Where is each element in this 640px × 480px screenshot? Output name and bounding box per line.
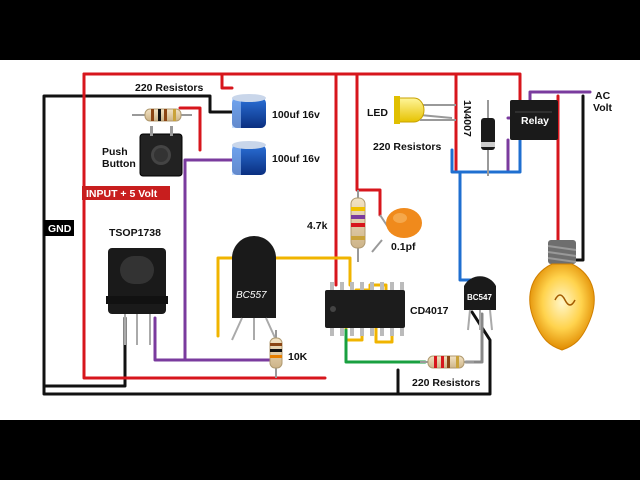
input-badge	[82, 186, 170, 200]
gnd-badge	[44, 220, 74, 236]
label-cd4017: CD4017	[410, 305, 449, 317]
resistor-top	[132, 108, 192, 122]
signal-wire-purple	[153, 316, 272, 362]
label-ac-line2: Volt	[593, 102, 613, 114]
ic-pin-top	[360, 282, 364, 290]
ic-pin-top	[370, 282, 374, 290]
ic-pin-bottom	[330, 328, 334, 336]
label-10k: 10K	[288, 351, 308, 363]
ic-pin-bottom	[360, 328, 364, 336]
resistor-bottom	[420, 355, 474, 369]
ic-pin-bottom	[400, 328, 404, 336]
push-button	[139, 126, 183, 177]
vcc-wire-cap	[220, 72, 234, 90]
cd4017-ic	[325, 282, 405, 336]
ic-pin-bottom	[340, 328, 344, 336]
resistor-4k7	[350, 190, 366, 262]
light-bulb-icon	[529, 240, 595, 351]
ic-pin-bottom	[380, 328, 384, 336]
label-resistors-mid: 220 Resistors	[373, 141, 441, 153]
label-led: LED	[367, 107, 388, 119]
gnd-wire-left	[42, 94, 400, 396]
label-push-line1: Push	[102, 146, 128, 158]
label-0-1pf: 0.1pf	[391, 241, 416, 253]
capacitor-1	[232, 94, 266, 128]
ic-pin-top	[330, 282, 334, 290]
vcc-wire-top	[82, 72, 522, 104]
label-resistors-top: 220 Resistors	[135, 82, 203, 94]
ceramic-capacitor	[371, 208, 422, 253]
led-wire-blue	[450, 138, 522, 174]
pushbtn-wire-red	[178, 106, 202, 152]
bc557-transistor	[231, 236, 277, 341]
diode-1n4007	[481, 100, 495, 176]
ic-pin-bottom	[390, 328, 394, 336]
led	[394, 96, 456, 124]
ic-pin-top	[400, 282, 404, 290]
label-bc547: BC547	[467, 293, 492, 302]
label-gnd: GND	[48, 223, 72, 235]
label-push-line2: Button	[102, 158, 136, 170]
capacitor-2	[232, 141, 266, 175]
tsop1738-ir-receiver	[106, 248, 168, 345]
label-cap2: 100uf 16v	[272, 153, 320, 165]
label-ac-line1: AC	[595, 90, 611, 102]
bc547-transistor	[464, 276, 496, 331]
vcc-wire-resistor	[355, 72, 382, 217]
label-cap1: 100uf 16v	[272, 109, 320, 121]
clock-wire-yellow	[216, 256, 352, 338]
ic-pin-top	[380, 282, 384, 290]
label-input: INPUT + 5 Volt	[86, 188, 158, 200]
label-4k7: 4.7k	[307, 220, 328, 232]
label-1n4007: 1N4007	[461, 100, 473, 137]
ic-pin-top	[390, 282, 394, 290]
label-resistors-bottom: 220 Resistors	[412, 377, 480, 389]
ic-pin-bottom	[350, 328, 354, 336]
gnd-wire-caps	[118, 94, 234, 114]
ic-pin-top	[350, 282, 354, 290]
relay-wire-blue	[458, 170, 474, 282]
cap-wire-purple	[183, 158, 234, 362]
resistor-10k	[269, 330, 283, 378]
ic-pin-bottom	[370, 328, 374, 336]
label-tsop: TSOP1738	[109, 227, 161, 239]
vcc-wire-left	[82, 72, 327, 380]
ic-pin-top	[340, 282, 344, 290]
label-relay: Relay	[521, 115, 549, 127]
label-bc557: BC557	[236, 290, 267, 301]
relay	[510, 100, 558, 140]
output-wire-green	[344, 328, 427, 364]
